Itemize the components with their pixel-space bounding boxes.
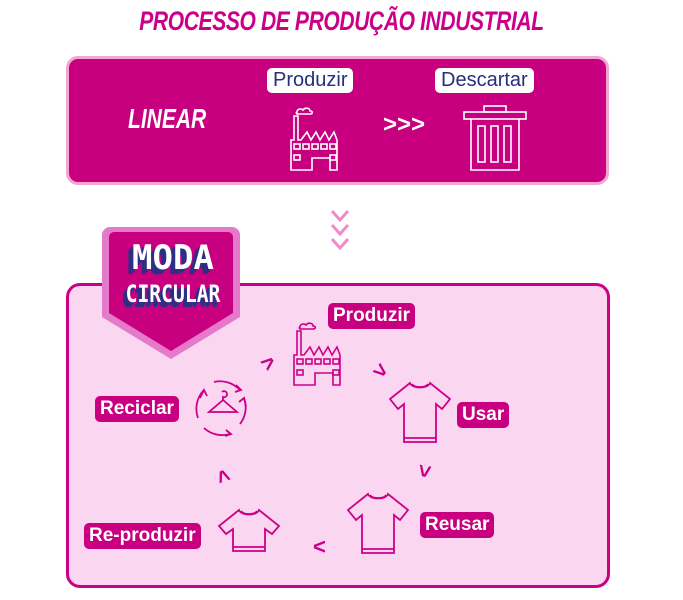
page-title: PROCESSO DE PRODUÇÃO INDUSTRIAL xyxy=(139,6,544,36)
cycle-arrow: < xyxy=(313,534,326,559)
moda-circular-badge xyxy=(102,227,240,359)
tshirt-icon xyxy=(346,492,410,554)
step-usar-label: Usar xyxy=(457,402,510,428)
step-re-produzir-label: Re-produzir xyxy=(84,523,201,549)
step-produzir-label: Produzir xyxy=(328,303,416,329)
badge-title-circular: CIRCULAR xyxy=(125,280,221,308)
trash-icon xyxy=(463,105,527,171)
linear-connector-arrows: >>> xyxy=(383,111,426,138)
linear-step-produzir-label: Produzir xyxy=(267,68,354,93)
linear-step-descartar-label: Descartar xyxy=(435,68,534,93)
recycle-hanger-icon xyxy=(195,380,247,437)
chevrons-down-icon xyxy=(330,210,350,251)
tshirt-icon xyxy=(388,381,452,443)
factory-icon xyxy=(290,107,338,171)
step-reusar-label: Reusar xyxy=(420,512,495,538)
linear-label: LINEAR xyxy=(128,103,207,134)
crop-top-icon xyxy=(217,508,281,552)
factory-icon xyxy=(293,322,341,386)
badge-title-moda: MODA xyxy=(132,238,214,278)
step-reciclar-label: Reciclar xyxy=(95,396,179,422)
